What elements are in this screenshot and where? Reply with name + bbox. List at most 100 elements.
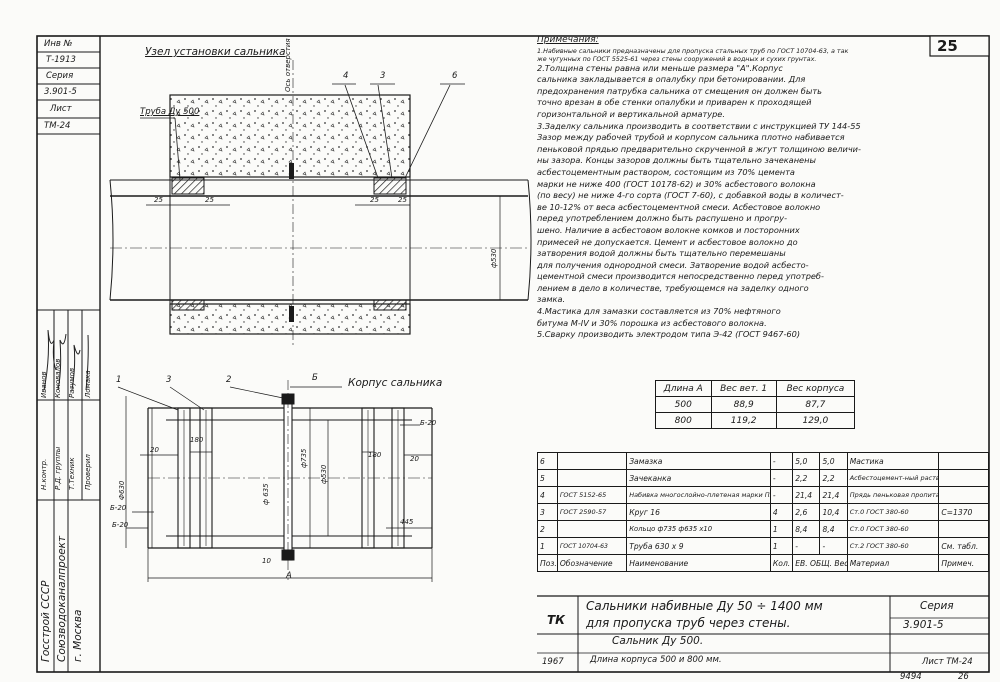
callout-b2: 2 <box>226 375 232 385</box>
dim-A: А <box>286 571 292 581</box>
stamp-sheet: ТМ-24 <box>44 121 71 131</box>
tb-code: ТК <box>547 613 565 627</box>
signature-scribbles <box>43 329 89 391</box>
note-line: ве 10-12% от веса асбестоцементной смеси… <box>537 201 821 212</box>
tb-title-2: для пропуска труб через стены. <box>586 616 791 630</box>
note-line: асбестоцементным раствором, состоящим из… <box>537 166 795 177</box>
note-line: замка. <box>537 294 566 305</box>
spec-cell <box>556 520 628 538</box>
dim-25-b: 25 <box>205 196 214 204</box>
tb-series: 3.901-5 <box>903 619 944 631</box>
note-line: цементной смеси производится непосредств… <box>537 271 824 282</box>
spec-cell: 21,4 <box>819 486 848 504</box>
spec-weight-unit: ЕВ. <box>795 558 808 568</box>
tb-subtitle-2: Длина корпуса 500 и 800 мм. <box>590 655 722 665</box>
note-line: лением в дело в количестве, требующемся … <box>537 282 809 293</box>
note-line: битума М-IV и 30% порошка из асбестового… <box>537 317 767 328</box>
spec-cell: Ст.2 ГОСТ 380-60 <box>846 537 940 555</box>
note-line: сальника закладывается в опалубку при бе… <box>537 74 806 85</box>
dim-d630: Ф630 <box>118 480 126 500</box>
dim-20-right: 20 <box>410 455 419 463</box>
spec-cell <box>938 469 989 487</box>
title-block-frame <box>537 595 989 672</box>
dim-d635: ф 635 <box>262 483 270 505</box>
note-line: 2.Толщина стены равна или меньше размера… <box>537 62 783 73</box>
tb-series-label: Серия <box>920 600 954 612</box>
spec-cell: - <box>769 486 794 504</box>
spec-head: Материал <box>846 554 940 572</box>
tb-page: 26 <box>958 672 969 682</box>
dim-530: ф530 <box>490 248 498 268</box>
role-3: Т.Техник <box>68 457 76 490</box>
weld-b20-b: Б-20 <box>110 504 127 512</box>
note-line: затворения водой должны быть тщательно п… <box>537 248 786 259</box>
dim-10: 10 <box>262 557 271 565</box>
spec-cell: 4 <box>769 503 794 521</box>
callout-b3: 3 <box>166 375 172 385</box>
spec-cell: 3 <box>537 503 558 521</box>
spec-cell <box>938 452 989 470</box>
note-line: 1.Набивные сальники предназначены для пр… <box>537 46 849 55</box>
spec-cell: - <box>769 452 794 470</box>
note-line: Зазор между рабочей трубой и корпусом са… <box>537 132 845 143</box>
notes-header: Примечания: <box>537 35 599 45</box>
sheet-number: 25 <box>937 37 958 55</box>
spec-cell: 5,0 <box>819 452 848 470</box>
callout-b1: 1 <box>116 375 122 385</box>
note-line: марки не ниже 400 (ГОСТ 10178-62) и 30% … <box>537 178 816 189</box>
spec-cell: - <box>819 537 848 555</box>
spec-head: Поз. <box>537 554 558 572</box>
spec-cell: 8,4 <box>792 520 821 538</box>
stamp-inv-number: Т-1913 <box>46 55 76 65</box>
spec-head-weight: ЕВ. ОБЩ. Вес <box>792 554 848 572</box>
org-city: г. Москва <box>72 609 84 662</box>
spec-cell: Набивка многослойно-плетеная марки ПП Д … <box>626 486 771 504</box>
dim-180-right: 180 <box>368 451 382 459</box>
note-line: 3.Заделку сальника производить в соответ… <box>537 120 861 131</box>
spec-cell: ГОСТ 5152-65 <box>556 486 628 504</box>
note-line: ны зазора. Концы зазоров должны быть тща… <box>537 155 816 166</box>
weld-b20-a: Б-20 <box>420 419 437 427</box>
note-line: (по весу) не ниже 4-го сорта (ГОСТ 7-60)… <box>537 190 844 201</box>
role-1: Н.контр. <box>40 458 48 490</box>
spec-head: Кол. <box>769 554 794 572</box>
spec-cell: 2,6 <box>792 503 821 521</box>
spec-cell: 1 <box>769 520 794 538</box>
spec-head: Обозначение <box>556 554 628 572</box>
spec-cell: 21,4 <box>792 486 821 504</box>
dim-445: 445 <box>400 518 414 526</box>
role-4: Проверил <box>84 454 92 490</box>
tb-archive: 9494 <box>900 672 922 682</box>
spec-cell: С=1370 <box>938 503 989 521</box>
tb-sheet: Лист ТМ-24 <box>922 657 973 667</box>
dim-d735: ф735 <box>300 448 308 468</box>
spec-cell: Прядь пеньковая пропитанная <box>846 486 940 504</box>
body-label: Корпус сальника <box>348 377 443 389</box>
spec-cell: 10,4 <box>819 503 848 521</box>
spec-cell: Кольцо ф735 ф635 х10 <box>626 520 771 538</box>
left-stamp-grid <box>37 51 100 673</box>
dim-180-left: 180 <box>190 436 204 444</box>
wt-cell: 800 <box>655 412 712 429</box>
note-line: 4.Мастика для замазки составляется из 70… <box>537 306 781 317</box>
stamp-series-label: Серия <box>46 71 74 81</box>
spec-cell: 1 <box>769 537 794 555</box>
spec-cell: Круг 16 <box>626 503 771 521</box>
axis-label: Ось отверстия <box>284 38 292 92</box>
callout-6: 6 <box>452 71 458 81</box>
note-line: 5.Сварку производить электродом типа Э-4… <box>537 329 801 340</box>
pipe-label: Труба Ду 500 <box>140 107 200 117</box>
note-line: примесей не допускается. Цемент и асбест… <box>537 236 798 247</box>
wt-header: Вес вет. 1 <box>710 380 777 397</box>
callout-4: 4 <box>343 71 349 81</box>
spec-cell <box>556 469 628 487</box>
note-line: горизонтальной и вертикальной арматуре. <box>537 108 725 119</box>
tb-subtitle-1: Сальник Ду 500. <box>612 635 704 647</box>
spec-cell: Мастика <box>846 452 940 470</box>
